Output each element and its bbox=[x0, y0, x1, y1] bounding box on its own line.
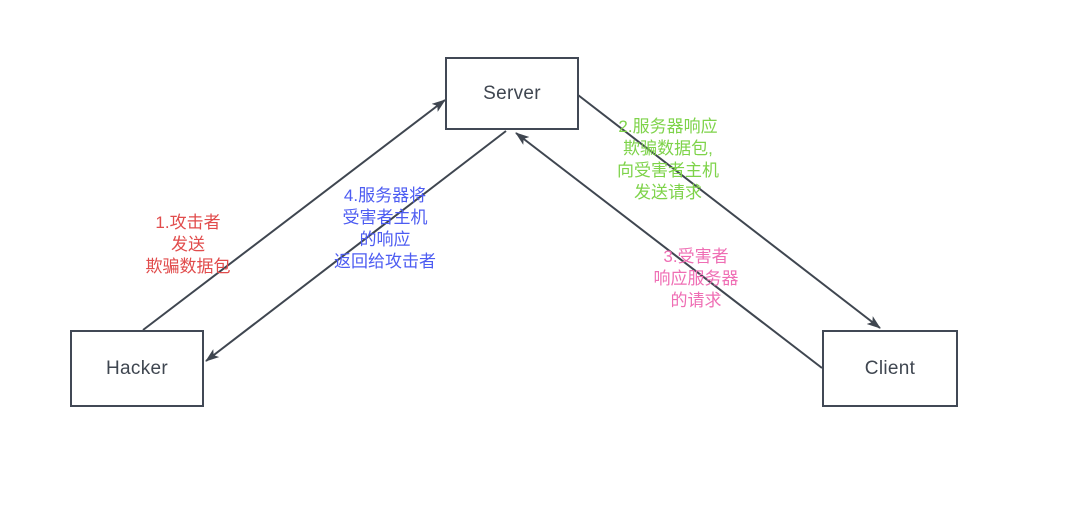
label-step2-server-responds: 2.服务器响应 欺骗数据包, 向受害者主机 发送请求 bbox=[593, 116, 743, 204]
node-hacker: Hacker bbox=[70, 330, 204, 407]
label-step1-attacker-sends: 1.攻击者 发送 欺骗数据包 bbox=[113, 212, 263, 278]
node-client: Client bbox=[822, 330, 958, 407]
label-line: 向受害者主机 bbox=[617, 161, 719, 180]
label-line: 发送 bbox=[171, 235, 205, 254]
label-line: 的响应 bbox=[359, 230, 411, 249]
label-line: 1.攻击者 bbox=[155, 213, 221, 232]
node-hacker-label: Hacker bbox=[106, 357, 168, 379]
arrow-server-to-client bbox=[577, 94, 881, 329]
label-line: 欺骗数据包 bbox=[145, 257, 231, 276]
label-line: 2.服务器响应 bbox=[618, 117, 718, 136]
arrow-hacker-to-server bbox=[142, 99, 446, 331]
node-client-label: Client bbox=[864, 357, 916, 379]
arrow-server-to-hacker bbox=[205, 130, 507, 362]
label-line: 发送请求 bbox=[634, 183, 702, 202]
arrow-client-to-server bbox=[515, 132, 823, 369]
label-line: 欺骗数据包, bbox=[623, 139, 713, 158]
label-line: 受害者主机 bbox=[342, 208, 428, 227]
node-server: Server bbox=[445, 57, 579, 130]
label-line: 返回给攻击者 bbox=[334, 252, 436, 271]
label-line: 3.受害者 bbox=[663, 247, 729, 266]
label-line: 的请求 bbox=[670, 291, 722, 310]
label-step4-server-returns: 4.服务器将 受害者主机 的响应 返回给攻击者 bbox=[310, 185, 460, 273]
label-step3-victim-responds: 3.受害者 响应服务器 的请求 bbox=[621, 246, 771, 312]
label-line: 4.服务器将 bbox=[343, 186, 427, 205]
label-line: 响应服务器 bbox=[653, 269, 739, 288]
node-server-label: Server bbox=[483, 82, 541, 104]
